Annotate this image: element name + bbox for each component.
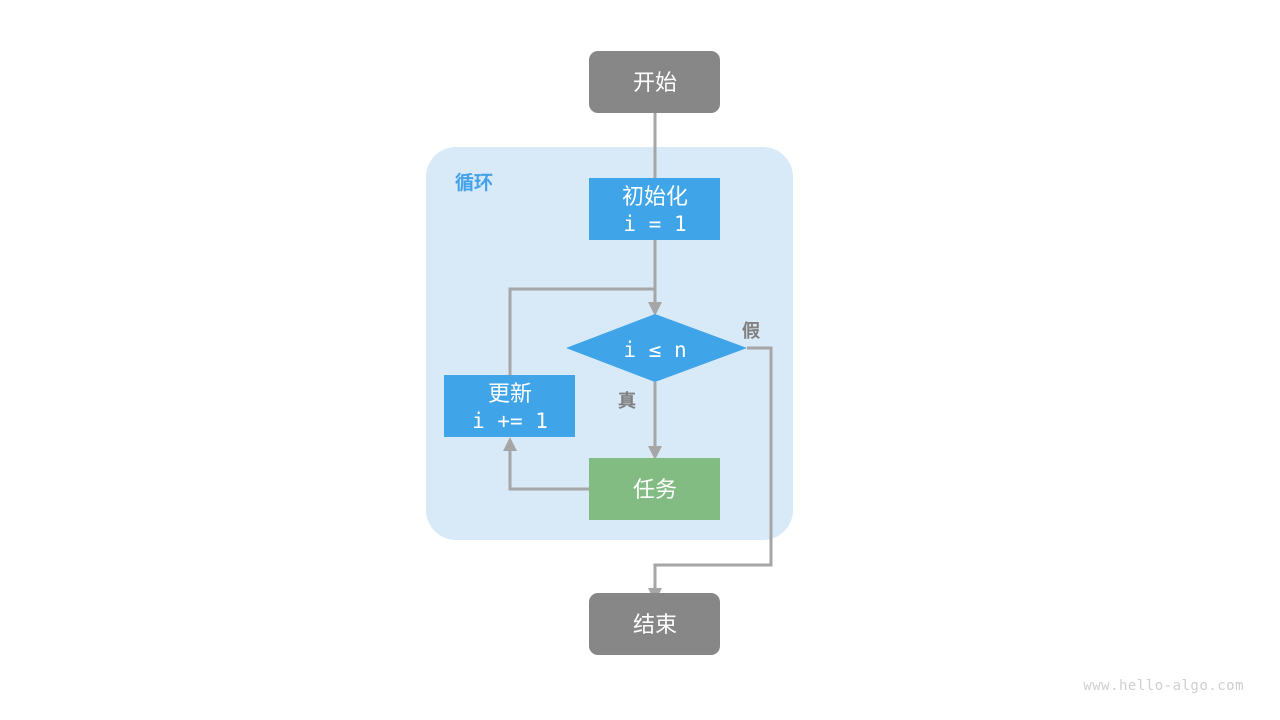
node-condition-shape bbox=[566, 314, 747, 382]
node-task[interactable]: 任务 bbox=[589, 458, 720, 520]
node-end-shape bbox=[589, 593, 720, 655]
node-init-label-line2: i = 1 bbox=[623, 212, 686, 236]
node-task-label: 任务 bbox=[633, 478, 677, 503]
edge-condition-to-end bbox=[653, 346, 773, 592]
node-update-label-line1: 更新 bbox=[488, 382, 532, 407]
loop-group-label: 循环 bbox=[455, 171, 493, 194]
edge-label-true: 真 bbox=[618, 390, 636, 412]
edge-label-false: 假 bbox=[742, 320, 761, 342]
arrow-head-condition-top bbox=[648, 302, 662, 316]
watermark-text: www.hello-algo.com bbox=[1083, 678, 1244, 694]
node-condition-label: i ≤ n bbox=[623, 338, 686, 362]
node-start-label: 开始 bbox=[633, 71, 677, 96]
node-condition[interactable]: i ≤ n bbox=[566, 314, 747, 382]
node-start-shape bbox=[589, 51, 720, 113]
arrow-head-update-bottom bbox=[503, 437, 517, 451]
node-end-label: 结束 bbox=[633, 613, 677, 638]
node-init[interactable]: 初始化 i = 1 bbox=[589, 178, 720, 240]
node-task-shape bbox=[589, 458, 720, 520]
node-end[interactable]: 结束 bbox=[589, 593, 720, 655]
node-start[interactable]: 开始 bbox=[589, 51, 720, 113]
edge-task-to-update bbox=[508, 447, 589, 491]
node-update-shape bbox=[444, 375, 575, 437]
arrow-head-task-top bbox=[648, 446, 662, 460]
edge-update-to-condition bbox=[508, 287, 655, 375]
node-init-label-line1: 初始化 bbox=[622, 185, 688, 210]
node-update[interactable]: 更新 i += 1 bbox=[444, 375, 575, 437]
node-update-label-line2: i += 1 bbox=[472, 409, 548, 433]
node-init-shape bbox=[589, 178, 720, 240]
